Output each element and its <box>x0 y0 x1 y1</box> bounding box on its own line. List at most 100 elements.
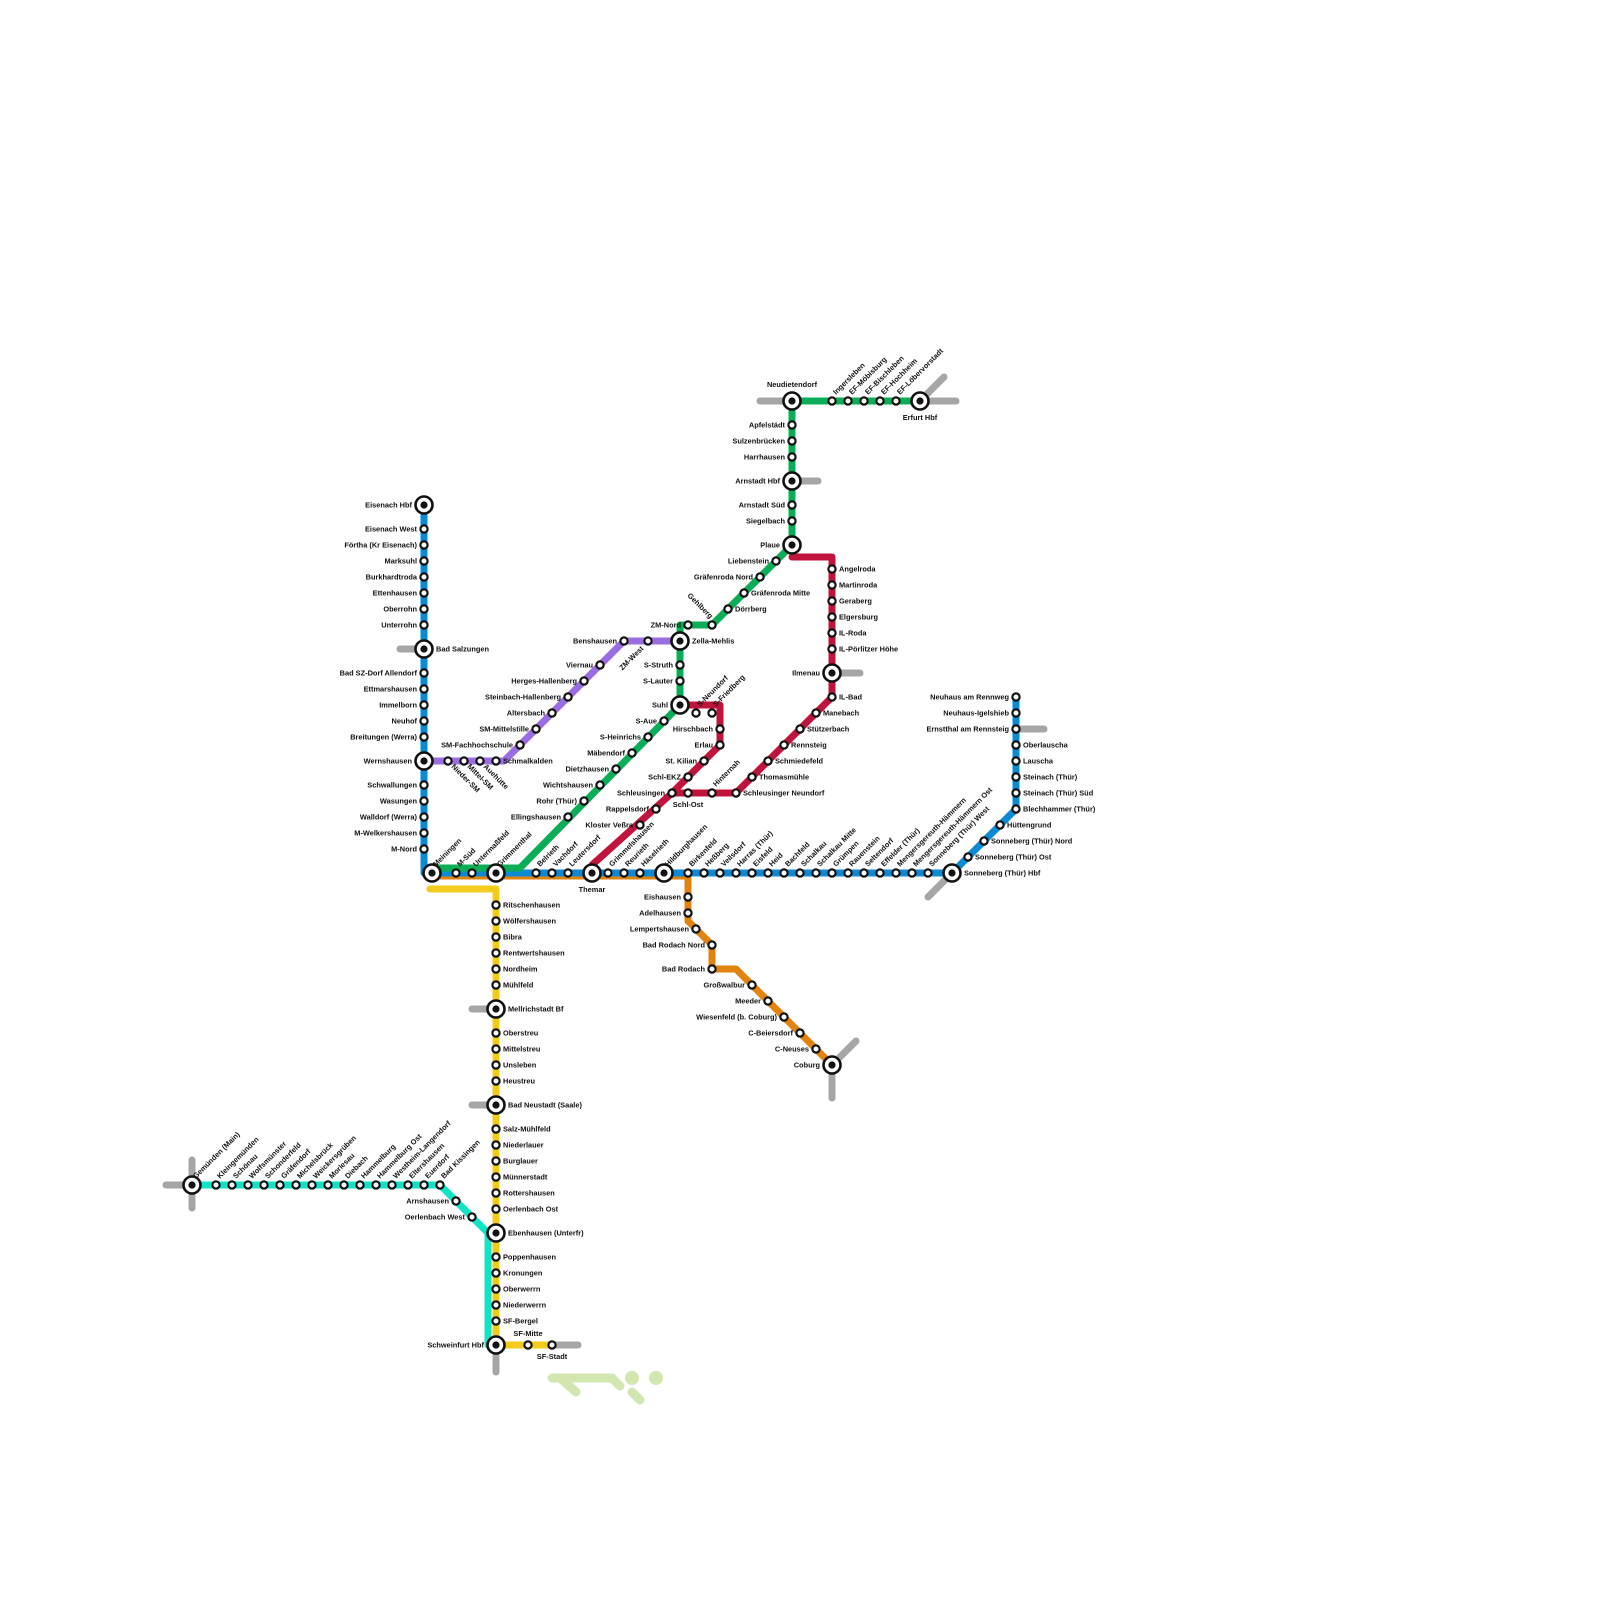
station-arnstadt-hbf[interactable] <box>784 473 801 490</box>
station-m-welkershausen[interactable] <box>420 829 427 836</box>
station-s-lauter[interactable] <box>676 677 683 684</box>
station-sonneberg-hbf[interactable] <box>944 865 961 882</box>
station-weickersgruben[interactable] <box>308 1181 315 1188</box>
station-nieder-sm[interactable] <box>444 757 451 764</box>
station-oberstreu[interactable] <box>492 1029 499 1036</box>
station-eishausen[interactable] <box>684 893 691 900</box>
station-herges[interactable] <box>580 677 587 684</box>
station-mengersgereuth[interactable] <box>892 869 899 876</box>
station-schweinfurt-hbf[interactable] <box>488 1337 505 1354</box>
station-altersbach[interactable] <box>548 709 555 716</box>
station-sonneberg-west[interactable] <box>924 869 931 876</box>
station-adelhausen[interactable] <box>684 909 691 916</box>
station-neudietendorf[interactable] <box>784 393 801 410</box>
station-rohr[interactable] <box>580 797 587 804</box>
station-bibra[interactable] <box>492 933 499 940</box>
station-seltendorf[interactable] <box>860 869 867 876</box>
station-eltershausen[interactable] <box>404 1181 411 1188</box>
station-neuhof[interactable] <box>420 717 427 724</box>
station-siegelbach[interactable] <box>788 517 795 524</box>
station-ilmenau[interactable] <box>824 665 841 682</box>
station-burglauer[interactable] <box>492 1157 499 1164</box>
station-dorrberg[interactable] <box>724 605 731 612</box>
station-martinroda[interactable] <box>828 581 835 588</box>
station-grafenroda-nord[interactable] <box>756 573 763 580</box>
station-erlau[interactable] <box>716 741 723 748</box>
station-untermassfeld[interactable] <box>468 869 475 876</box>
station-unsleben[interactable] <box>492 1061 499 1068</box>
station-geraberg[interactable] <box>828 597 835 604</box>
station-ettenhausen[interactable] <box>420 589 427 596</box>
station-manebach[interactable] <box>812 709 819 716</box>
station-eisenach-west[interactable] <box>420 525 427 532</box>
station-sm-mittelstille[interactable] <box>532 725 539 732</box>
station-kleingemunden[interactable] <box>212 1181 219 1188</box>
station-mabendorf[interactable] <box>628 749 635 756</box>
station-suhl[interactable] <box>672 697 689 714</box>
station-lempertshausen[interactable] <box>692 925 699 932</box>
station-c-neuses[interactable] <box>812 1045 819 1052</box>
station-arnshausen[interactable] <box>452 1197 459 1204</box>
station-walldorf[interactable] <box>420 813 427 820</box>
station-huttengrund[interactable] <box>996 821 1003 828</box>
station-bad-kissingen[interactable] <box>436 1181 443 1188</box>
station-rauenstein[interactable] <box>844 869 851 876</box>
station-st-kilian[interactable] <box>700 757 707 764</box>
station-s-neundorf[interactable] <box>692 709 699 716</box>
station-schl-ekz[interactable] <box>684 773 691 780</box>
station-ingersleben[interactable] <box>828 397 835 404</box>
station-erfurt-hbf[interactable] <box>912 393 929 410</box>
station-immelborn[interactable] <box>420 701 427 708</box>
station-schmiedefeld[interactable] <box>764 757 771 764</box>
station-ebenhausen[interactable] <box>488 1225 505 1242</box>
station-bad-rodach-nord[interactable] <box>708 941 715 948</box>
station-coburg[interactable] <box>824 1057 841 1074</box>
station-sf-mitte[interactable] <box>524 1341 531 1348</box>
station-hetzles[interactable] <box>764 869 771 876</box>
station-harras[interactable] <box>732 869 739 876</box>
station-munnerstadt[interactable] <box>492 1173 499 1180</box>
station-schwallungen[interactable] <box>420 781 427 788</box>
station-muhlfeld[interactable] <box>492 981 499 988</box>
station-kronungen[interactable] <box>492 1269 499 1276</box>
station-il-roda[interactable] <box>828 629 835 636</box>
station-mengersgereuth-ost[interactable] <box>908 869 915 876</box>
station-rappelsdorf[interactable] <box>652 805 659 812</box>
station-nordheim[interactable] <box>492 965 499 972</box>
station-grumpen[interactable] <box>828 869 835 876</box>
station-steinbach-hallenberg[interactable] <box>564 693 571 700</box>
station-bachfeld[interactable] <box>780 869 787 876</box>
station-sf-stadt[interactable] <box>548 1341 555 1348</box>
station-wernshausen[interactable] <box>416 753 433 770</box>
station-hammelburg[interactable] <box>356 1181 363 1188</box>
station-breitungen[interactable] <box>420 733 427 740</box>
station-mittel-sm[interactable] <box>460 757 467 764</box>
station-ef-bischleben[interactable] <box>860 397 867 404</box>
station-oerlenbach-ost[interactable] <box>492 1205 499 1212</box>
station-sf-bergel[interactable] <box>492 1317 499 1324</box>
station-grafenroda-mitte[interactable] <box>740 589 747 596</box>
station-heustreu[interactable] <box>492 1077 499 1084</box>
station-michelsbruck[interactable] <box>292 1181 299 1188</box>
station-elgersburg[interactable] <box>828 613 835 620</box>
station-schleusinger-neundorf[interactable] <box>732 789 739 796</box>
station-themar[interactable] <box>584 865 601 882</box>
station-il-porlitzer[interactable] <box>828 645 835 652</box>
station-niederwerrn[interactable] <box>492 1301 499 1308</box>
station-apfelstadt[interactable] <box>788 421 795 428</box>
station-ef-lobervorstadt[interactable] <box>892 397 899 404</box>
station-schl-ost[interactable] <box>684 789 691 796</box>
station-m-nord[interactable] <box>420 845 427 852</box>
station-oerlenbach-west[interactable] <box>468 1213 475 1220</box>
station-sonneberg-nord[interactable] <box>980 837 987 844</box>
station-belrieth[interactable] <box>532 869 539 876</box>
station-viernau[interactable] <box>596 661 603 668</box>
station-rennsteig[interactable] <box>780 741 787 748</box>
station-hirschbach[interactable] <box>716 725 723 732</box>
station-schonderfeld[interactable] <box>260 1181 267 1188</box>
station-steinach-sud[interactable] <box>1012 789 1019 796</box>
station-c-beiersdorf[interactable] <box>796 1029 803 1036</box>
station-eisenach-hbf[interactable] <box>416 497 433 514</box>
station-oberwerrn[interactable] <box>492 1285 499 1292</box>
station-hammelburg-ost[interactable] <box>372 1181 379 1188</box>
